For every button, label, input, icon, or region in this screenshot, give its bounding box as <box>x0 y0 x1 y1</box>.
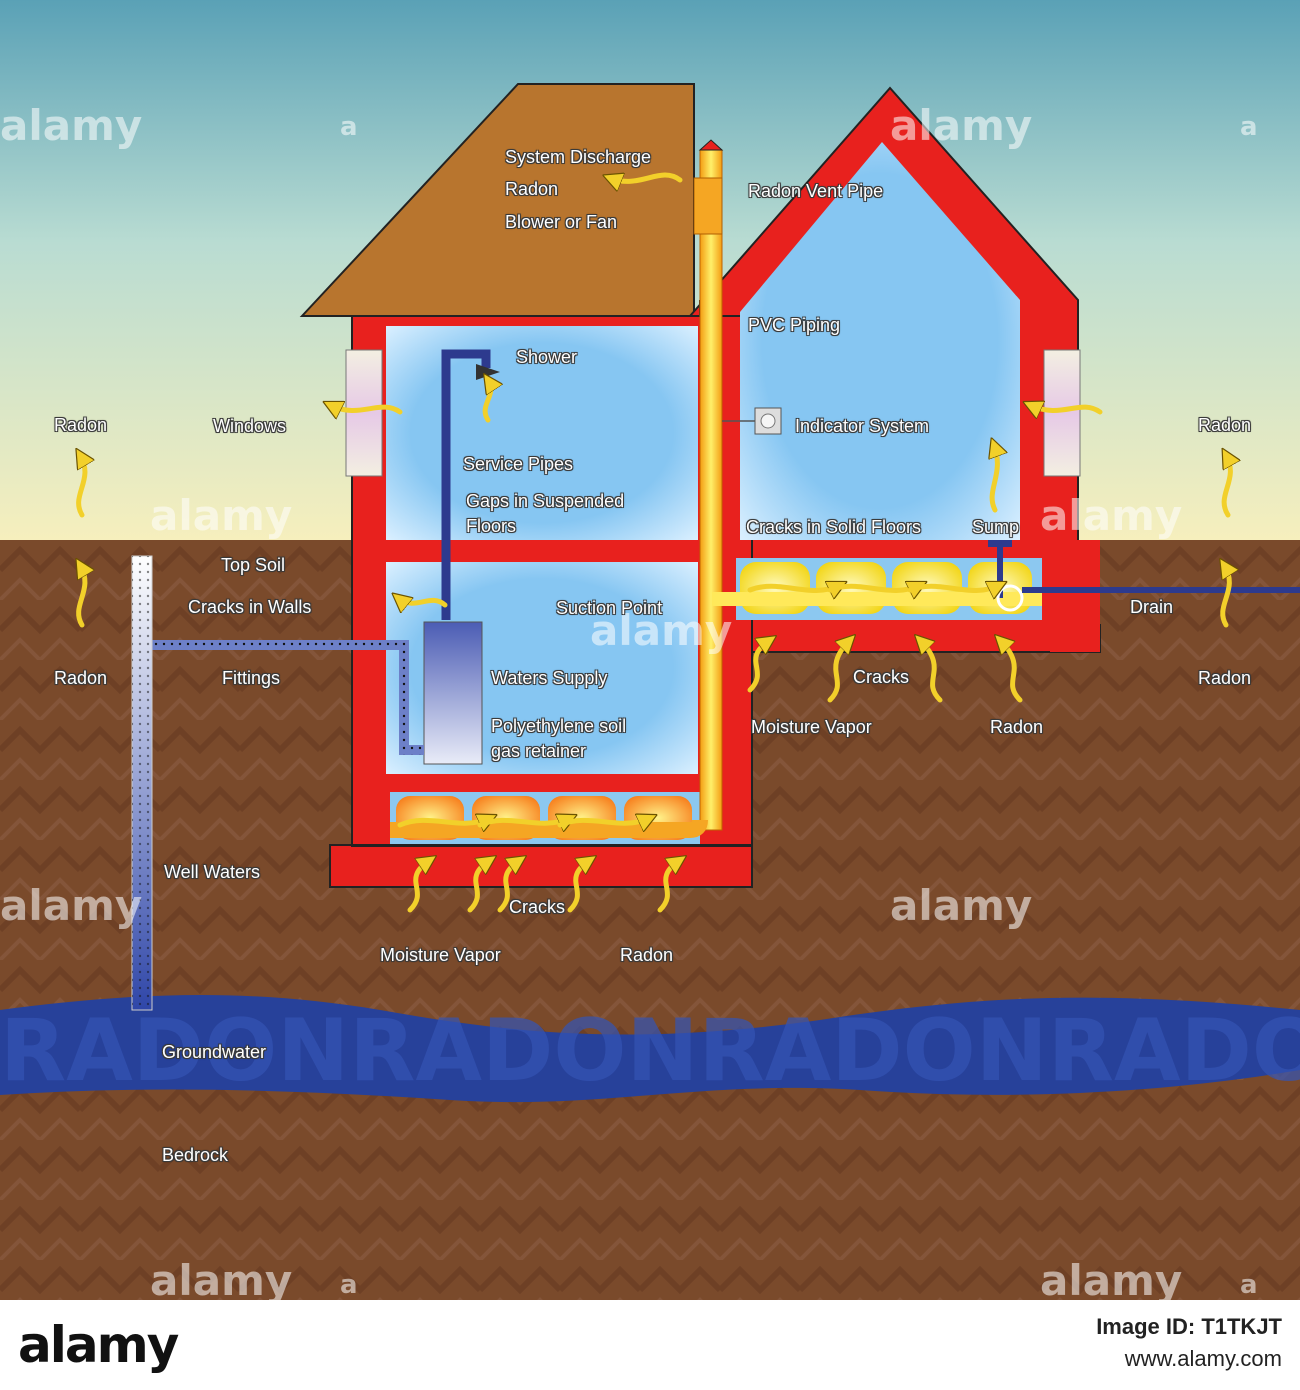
label-cracks-right: Cracks <box>853 667 910 687</box>
label-radon-right-crawl: Radon <box>990 717 1044 737</box>
label-sump: Sump <box>972 517 1020 537</box>
watermark-mark: a <box>1240 1270 1258 1300</box>
watermark: alamy <box>150 1256 292 1300</box>
label-gaps-suspended-2: Floors <box>466 516 517 536</box>
radon-house-diagram: RADONRADONRADONRADON <box>0 0 1300 1300</box>
label-bedrock: Bedrock <box>162 1145 229 1165</box>
label-cracks-in-walls: Cracks in Walls <box>188 597 312 617</box>
label-radon-right-lower: Radon <box>1198 668 1252 688</box>
right-window <box>1043 349 1081 477</box>
label-radon-right-upper: Radon <box>1198 415 1252 435</box>
watermark: alamy <box>1040 491 1182 540</box>
label-radon-left-crawl: Radon <box>620 945 674 965</box>
radon-background-text: RADONRADONRADONRADON <box>0 1001 1300 1101</box>
label-blower-or-fan: Blower or Fan <box>505 212 618 232</box>
watermark: alamy <box>150 491 292 540</box>
watermark: alamy <box>890 881 1032 930</box>
label-windows: Windows <box>213 416 287 436</box>
watermark-mark: a <box>1240 112 1258 142</box>
label-shower: Shower <box>516 347 578 367</box>
radon-vent-pipe <box>699 149 723 831</box>
left-window <box>345 349 383 477</box>
label-cracks-solid-floors: Cracks in Solid Floors <box>746 517 922 537</box>
label-fittings: Fittings <box>222 668 281 688</box>
label-suction-point: Suction Point <box>556 598 663 618</box>
label-radon-left-lower: Radon <box>54 668 108 688</box>
label-polyethylene-2: gas retainer <box>491 741 587 761</box>
left-upper-room <box>386 326 698 540</box>
label-top-soil: Top Soil <box>221 555 286 575</box>
footer-bar: alamy Image ID: T1TKJT www.alamy.com <box>0 1300 1300 1390</box>
label-polyethylene-1: Polyethylene soil <box>491 716 627 736</box>
label-gaps-suspended-1: Gaps in Suspended <box>466 491 625 511</box>
label-moisture-vapor-right: Moisture Vapor <box>751 717 872 737</box>
water-tank <box>423 621 483 765</box>
label-groundwater: Groundwater <box>162 1042 267 1062</box>
label-well-waters: Well Waters <box>164 862 261 882</box>
label-radon-discharge: Radon <box>505 179 559 199</box>
label-system-discharge: System Discharge <box>505 147 652 167</box>
left-suction-pipe <box>390 819 708 838</box>
label-radon-vent-pipe: Radon Vent Pipe <box>748 181 884 201</box>
shower-head <box>476 364 500 380</box>
image-id: Image ID: T1TKJT <box>1096 1314 1282 1339</box>
site-url: www.alamy.com <box>1124 1346 1282 1371</box>
watermark-mark: a <box>340 1270 358 1300</box>
label-pvc-piping: PVC Piping <box>748 315 841 335</box>
watermarks: alamy alamy alamy alamy alamy alamy alam… <box>0 101 1182 1300</box>
right-foundation <box>1050 540 1100 652</box>
watermark: alamy <box>1040 1256 1182 1300</box>
watermark: alamy <box>890 101 1032 150</box>
alamy-logo: alamy <box>18 1316 179 1374</box>
watermark: alamy <box>590 606 732 655</box>
left-foundation <box>329 844 753 888</box>
label-radon-left-upper: Radon <box>54 415 108 435</box>
right-upper-room <box>740 142 1020 540</box>
blower-fan <box>693 177 723 235</box>
footer-meta: Image ID: T1TKJT www.alamy.com <box>1096 1314 1282 1372</box>
label-waters-supply: Waters Supply <box>491 668 608 688</box>
radon-flow-arrows <box>79 175 1231 913</box>
label-indicator-system: Indicator System <box>795 416 930 436</box>
right-suction-pipe <box>712 592 1042 606</box>
watermark: alamy <box>0 101 142 150</box>
groundwater-band <box>0 995 1300 1103</box>
label-service-pipes: Service Pipes <box>463 454 574 474</box>
label-cracks-left: Cracks <box>509 897 566 917</box>
label-drain: Drain <box>1130 597 1174 617</box>
label-moisture-vapor-left: Moisture Vapor <box>380 945 501 965</box>
watermark-mark: a <box>340 112 358 142</box>
watermark: alamy <box>0 881 142 930</box>
service-pipe <box>441 349 491 620</box>
